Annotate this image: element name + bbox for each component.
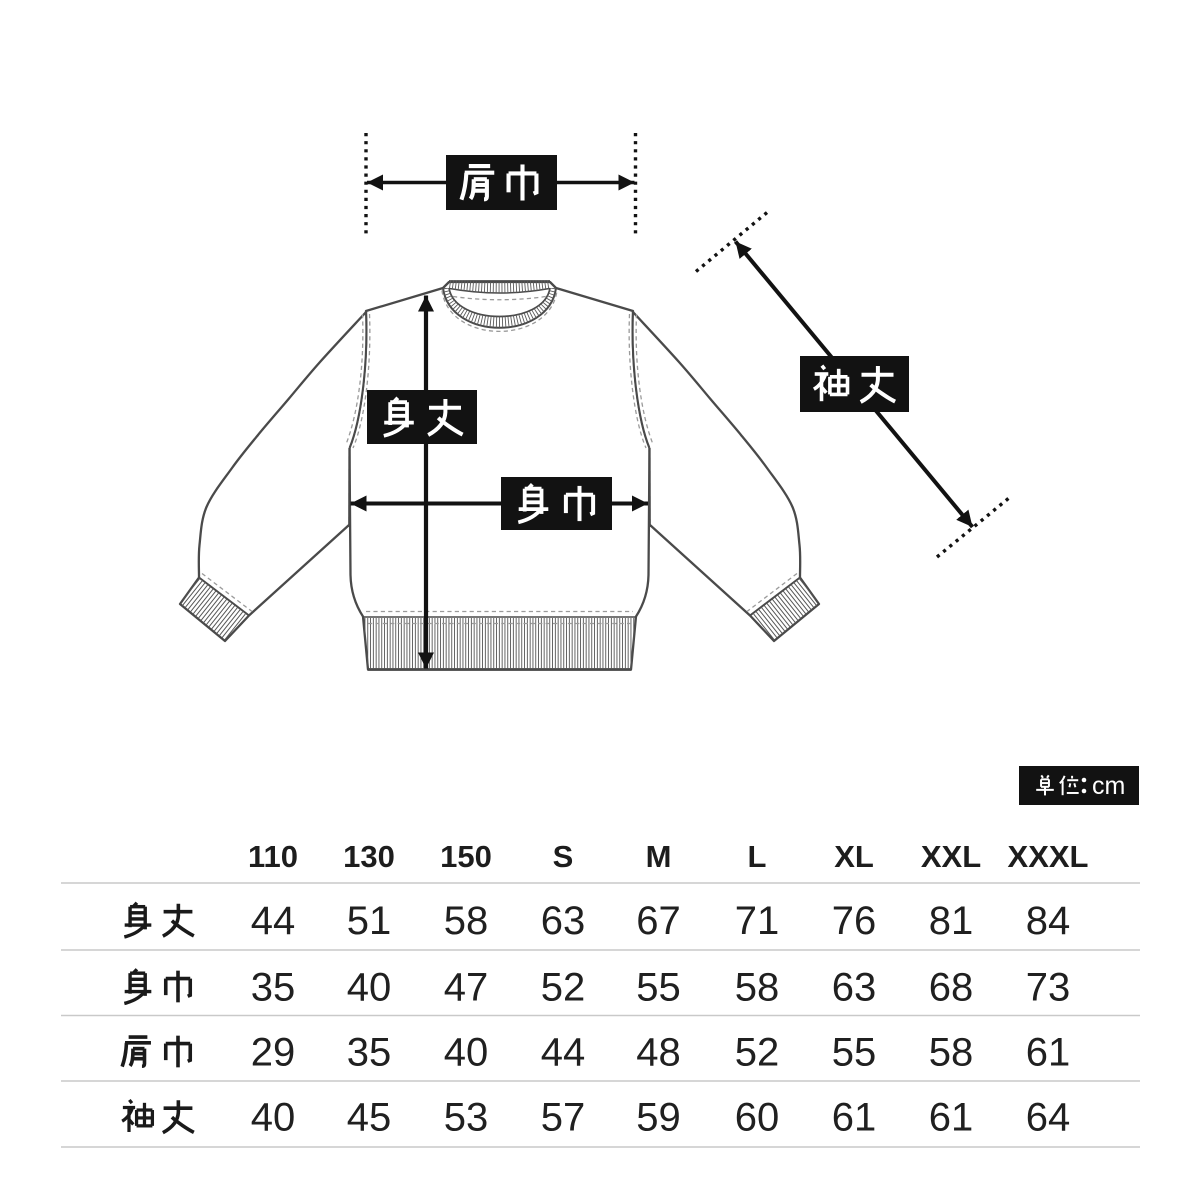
svg-text:40: 40: [347, 966, 392, 1010]
svg-text:110: 110: [248, 839, 298, 874]
svg-text:44: 44: [541, 1031, 586, 1075]
svg-text:63: 63: [541, 899, 586, 943]
svg-text:57: 57: [541, 1096, 586, 1140]
svg-text:45: 45: [347, 1096, 392, 1140]
svg-text:40: 40: [251, 1096, 296, 1140]
svg-text:L: L: [748, 839, 767, 874]
svg-text:55: 55: [832, 1031, 877, 1075]
svg-text:40: 40: [444, 1031, 489, 1075]
svg-text:61: 61: [832, 1096, 877, 1140]
svg-text:150: 150: [440, 839, 492, 874]
svg-text:53: 53: [444, 1096, 489, 1140]
svg-text:58: 58: [444, 899, 489, 943]
svg-text:76: 76: [832, 899, 877, 943]
svg-text:44: 44: [251, 899, 296, 943]
svg-text:M: M: [646, 839, 672, 874]
svg-text:52: 52: [541, 966, 586, 1010]
svg-text:71: 71: [735, 899, 780, 943]
svg-text:58: 58: [929, 1031, 974, 1075]
svg-text:35: 35: [251, 966, 296, 1010]
svg-text:67: 67: [636, 899, 681, 943]
svg-text:XXXL: XXXL: [1008, 839, 1089, 874]
svg-text:84: 84: [1026, 899, 1071, 943]
svg-text:XXL: XXL: [921, 839, 981, 874]
svg-text:55: 55: [636, 966, 681, 1010]
svg-text:cm: cm: [1092, 772, 1125, 800]
svg-text:29: 29: [251, 1031, 296, 1075]
svg-text:S: S: [553, 839, 574, 874]
svg-text:68: 68: [929, 966, 974, 1010]
svg-text:73: 73: [1026, 966, 1071, 1010]
svg-text:61: 61: [1026, 1031, 1071, 1075]
svg-text:60: 60: [735, 1096, 780, 1140]
svg-text:51: 51: [347, 899, 392, 943]
svg-text:58: 58: [735, 966, 780, 1010]
svg-text:64: 64: [1026, 1096, 1071, 1140]
svg-text:81: 81: [929, 899, 974, 943]
svg-text:63: 63: [832, 966, 877, 1010]
svg-text:59: 59: [636, 1096, 681, 1140]
svg-text:52: 52: [735, 1031, 780, 1075]
svg-text:35: 35: [347, 1031, 392, 1075]
svg-text:61: 61: [929, 1096, 974, 1140]
svg-text:130: 130: [343, 839, 395, 874]
svg-text:47: 47: [444, 966, 489, 1010]
svg-text:XL: XL: [834, 839, 874, 874]
svg-text:48: 48: [636, 1031, 681, 1075]
